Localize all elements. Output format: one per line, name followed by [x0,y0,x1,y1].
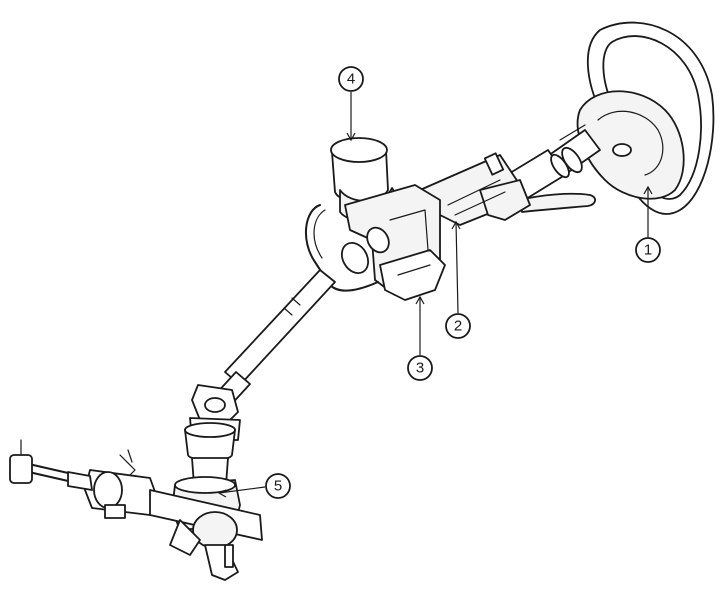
callout-1: 1 [635,185,661,263]
steering-gear-box [84,449,263,581]
callout-4: 4 [338,66,364,142]
callout-5: 5 [217,473,291,499]
callout-2-label: 2 [454,318,462,335]
column-mounting-bracket [304,184,446,301]
steering-wheel [559,21,715,215]
callout-5-label: 5 [274,478,282,495]
lower-shaft [184,422,236,486]
callout-layer: 1 2 3 4 5 [217,66,661,499]
callout-3: 3 [407,295,433,381]
callout-2: 2 [445,220,471,339]
column-lever [519,192,596,213]
tie-rod-left [9,439,93,491]
intermediate-shaft [213,269,336,409]
callout-1-label: 1 [644,242,652,259]
callout-3-label: 3 [416,360,424,377]
callout-4-label: 4 [347,71,355,88]
steering-column-housing [419,152,531,226]
